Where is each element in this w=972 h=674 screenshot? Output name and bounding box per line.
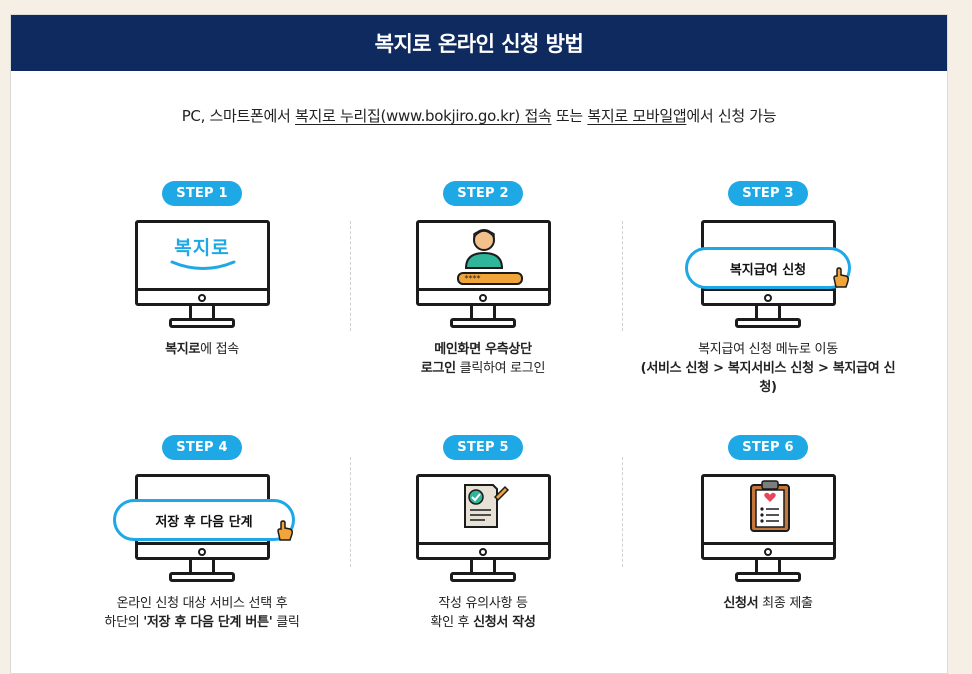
welfare-apply-button[interactable]: 복지급여 신청 xyxy=(685,247,851,289)
monitor-icon: 복지로 xyxy=(134,220,270,306)
content-frame: 복지로 온라인 신청 방법 PC, 스마트폰에서 복지로 누리집(www.bok… xyxy=(10,14,948,674)
bokjiro-logo: 복지로 xyxy=(174,237,230,259)
subtitle-text: 에서 신청 가능 xyxy=(686,107,777,125)
subtitle-text: 또는 xyxy=(551,107,588,125)
bokjiro-mobile-app-link[interactable]: 복지로 모바일앱 xyxy=(587,107,687,125)
step-description: 복지로에 접속 xyxy=(165,342,239,357)
step-description: 복지급여 신청 메뉴로 이동(서비스 신청 > 복지서비스 신청 > 복지급여 … xyxy=(640,342,896,395)
monitor-icon: **** xyxy=(415,220,551,306)
step-divider xyxy=(350,457,351,567)
monitor-icon xyxy=(415,474,551,560)
smile-icon xyxy=(170,260,235,270)
page-title: 복지로 온라인 신청 방법 xyxy=(11,15,947,71)
pointer-hand-icon xyxy=(833,267,849,288)
step-description: 신청서 최종 제출 xyxy=(723,596,813,611)
user-icon xyxy=(464,229,503,269)
step-3: STEP 3 복지급여 신청 메뉴로 이동(서비스 신청 > 복지서비스 신청 … xyxy=(633,181,903,397)
document-check-icon xyxy=(463,484,509,528)
step-badge: STEP 2 xyxy=(443,181,523,206)
subtitle: PC, 스마트폰에서 복지로 누리집(www.bokjiro.go.kr) 접속… xyxy=(11,105,947,126)
page-title-text: 복지로 온라인 신청 방법 xyxy=(374,32,584,56)
clipboard-icon xyxy=(749,480,790,532)
bokjiro-website-link[interactable]: 복지로 누리집(www.bokjiro.go.kr) 접속 xyxy=(295,107,552,125)
monitor-icon xyxy=(700,474,836,560)
step-badge: STEP 1 xyxy=(162,181,242,206)
step-divider xyxy=(622,221,623,331)
pointer-hand-icon xyxy=(277,520,293,541)
step-6: STEP 6 신청서 최종 제출 xyxy=(633,435,903,613)
step-1: STEP 1 복지로 복지로에 접속 xyxy=(67,181,337,359)
step-badge: STEP 5 xyxy=(443,435,523,460)
subtitle-text: PC, 스마트폰에서 xyxy=(181,107,296,125)
step-divider xyxy=(350,221,351,331)
step-divider xyxy=(622,457,623,567)
password-field: **** xyxy=(456,272,523,285)
step-badge: STEP 6 xyxy=(728,435,808,460)
step-badge: STEP 4 xyxy=(162,435,242,460)
step-badge: STEP 3 xyxy=(728,181,808,206)
save-and-next-button[interactable]: 저장 후 다음 단계 xyxy=(113,499,295,541)
